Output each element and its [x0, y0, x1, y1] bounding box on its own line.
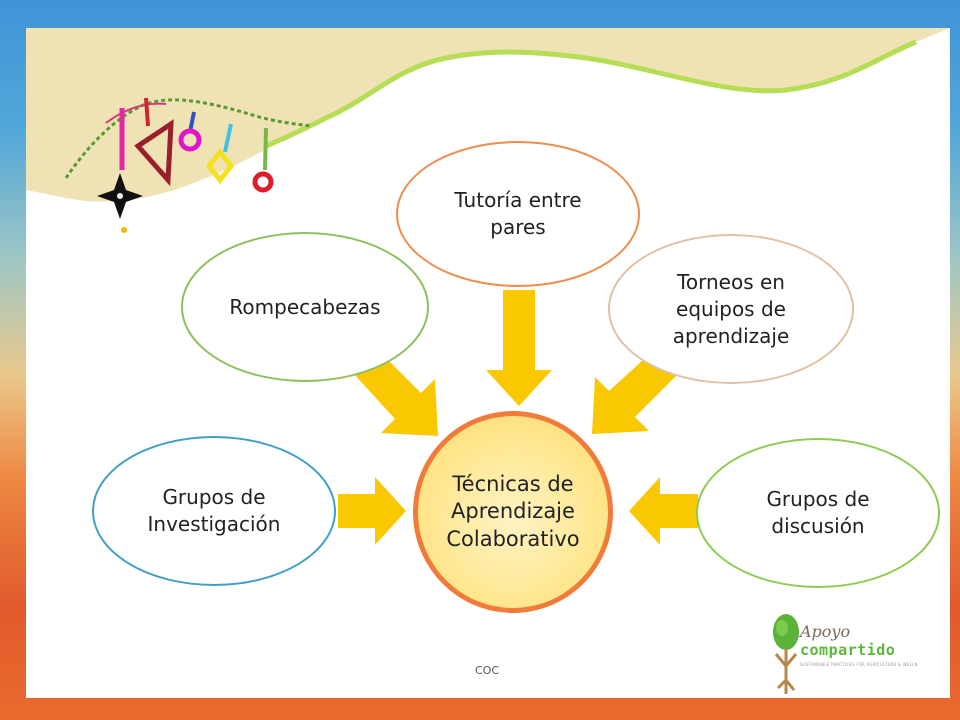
node-label: Torneos en equipos de aprendizaje	[672, 269, 790, 348]
node-center-tecnicas: Técnicas de Aprendizaje Colaborativo	[413, 411, 613, 613]
beige-wave-band	[26, 28, 950, 202]
vine-pink	[105, 102, 167, 124]
mobile-string-5	[263, 127, 268, 171]
mobile-string-2	[144, 97, 150, 127]
arrow-from-torneos	[592, 350, 678, 434]
arrow-from-rompecabezas	[354, 350, 438, 436]
node-label: Grupos de discusión	[766, 487, 870, 538]
decoration-layer	[26, 28, 950, 545]
node-rompecabezas: Rompecabezas	[181, 232, 429, 382]
triangle-ornament	[134, 119, 174, 187]
wave-green-edge	[265, 39, 917, 149]
node-grupos-investigacion: Grupos de Investigación	[92, 436, 336, 586]
logo-tagline: SUSTAINABLE PRACTICES FOR AGRICULTURE & …	[800, 662, 918, 667]
node-tutoria-entre-pares: Tutoría entre pares	[396, 141, 640, 287]
yellow-dot	[121, 227, 127, 233]
vine	[64, 98, 312, 179]
center-label: Técnicas de Aprendizaje Colaborativo	[446, 472, 580, 551]
node-grupos-discusion: Grupos de discusión	[696, 438, 940, 588]
logo-word-apoyo: Apoyo	[800, 622, 851, 641]
arrow-from-grupos-investigacion	[338, 477, 406, 545]
node-label: Rompecabezas	[229, 294, 381, 319]
node-label: Tutoría entre pares	[454, 188, 582, 239]
footer-label: COC	[475, 664, 500, 677]
logo: Apoyo compartido SUSTAINABLE PRACTICES F…	[770, 610, 920, 698]
mobile-string-4	[223, 123, 233, 153]
ring-ornament-red	[252, 171, 274, 193]
tree-icon	[773, 614, 799, 694]
ring-ornament-magenta	[178, 128, 202, 152]
arrow-from-grupos-discusion	[629, 477, 698, 545]
slide: Tutoría entre pares Rompecabezas Torneos…	[26, 28, 950, 698]
arrow-from-tutoria	[486, 290, 552, 406]
node-torneos: Torneos en equipos de aprendizaje	[608, 234, 854, 384]
logo-word-compartido: compartido	[800, 641, 896, 659]
node-label: Grupos de Investigación	[147, 485, 281, 536]
diamond-ornament	[205, 147, 235, 185]
star-center	[117, 193, 123, 199]
